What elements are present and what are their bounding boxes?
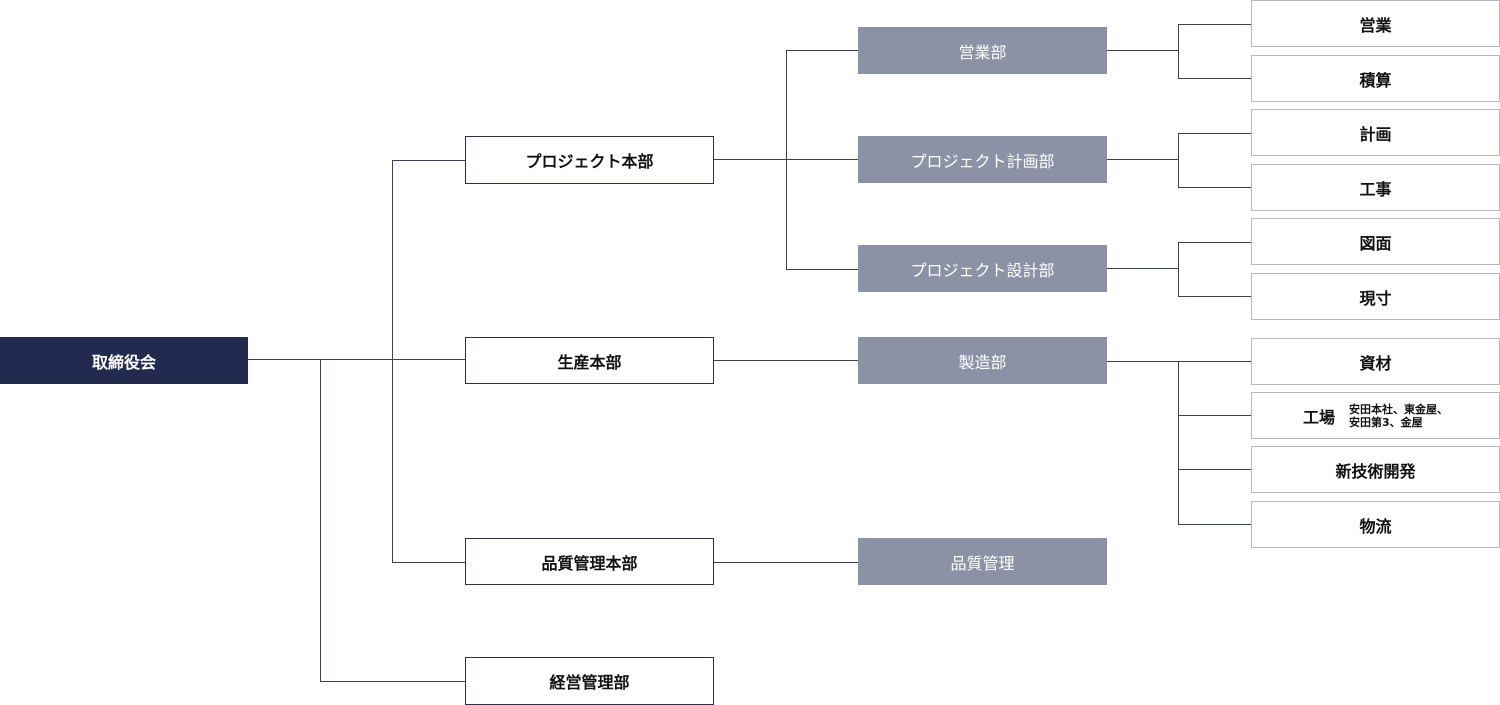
dept-label: 品質管理 <box>950 553 1015 573</box>
dept-label: プロジェクト設計部 <box>910 260 1055 280</box>
connector <box>713 159 858 160</box>
section-label: 新技術開発 <box>1335 461 1416 481</box>
dept-quality-control: 品質管理 <box>858 538 1107 585</box>
factory-note-line: 安田第3、金屋 <box>1349 415 1423 429</box>
connector <box>1178 242 1251 243</box>
connector <box>392 562 465 563</box>
section-construction: 工事 <box>1251 164 1500 211</box>
connector <box>786 50 858 51</box>
section-factory: 工場 安田本社、東金屋、安田第3、金屋 <box>1251 392 1500 439</box>
division-label: プロジェクト本部 <box>525 152 654 171</box>
division-label: 生産本部 <box>557 352 622 372</box>
connector <box>247 359 465 360</box>
division-label: 品質管理本部 <box>541 553 638 573</box>
dept-project-design: プロジェクト設計部 <box>858 245 1107 292</box>
dept-sales: 営業部 <box>858 27 1107 74</box>
section-estimate: 積算 <box>1251 55 1500 102</box>
connector <box>1178 524 1251 525</box>
section-logistics: 物流 <box>1251 501 1500 548</box>
connector <box>1178 24 1251 25</box>
section-label: 工場 <box>1302 407 1335 427</box>
board-of-directors: 取締役会 <box>0 337 248 384</box>
connector <box>1178 242 1179 296</box>
connector <box>1178 469 1251 470</box>
dept-manufacturing: 製造部 <box>858 337 1107 384</box>
connector <box>1178 187 1251 188</box>
connector <box>320 359 321 681</box>
section-label: 図面 <box>1359 233 1392 253</box>
connector <box>1178 133 1179 187</box>
dept-project-planning: プロジェクト計画部 <box>858 136 1107 183</box>
section-label: 資材 <box>1359 353 1392 373</box>
section-label: 現寸 <box>1359 288 1392 308</box>
connector <box>713 360 858 361</box>
root-label: 取締役会 <box>91 352 156 372</box>
connector <box>1106 268 1178 269</box>
connector <box>1178 361 1179 524</box>
connector <box>392 160 465 161</box>
division-label: 経営管理部 <box>549 673 630 692</box>
connector <box>786 50 787 269</box>
section-full-scale: 現寸 <box>1251 273 1500 320</box>
factory-note-line: 安田本社、東金屋、 <box>1349 402 1448 416</box>
factory-locations: 安田本社、東金屋、安田第3、金屋 <box>1349 403 1448 429</box>
connector <box>713 562 858 563</box>
connector <box>1106 50 1178 51</box>
section-sales: 営業 <box>1251 0 1500 47</box>
section-planning: 計画 <box>1251 109 1500 156</box>
connector <box>1178 296 1251 297</box>
connector <box>320 681 465 682</box>
section-label: 積算 <box>1359 70 1392 90</box>
section-drawings: 図面 <box>1251 218 1500 265</box>
division-management: 経営管理部 <box>465 657 714 705</box>
connector <box>1178 24 1179 78</box>
dept-label: 製造部 <box>958 352 1007 372</box>
section-label: 工事 <box>1359 179 1392 199</box>
connector <box>1178 133 1251 134</box>
section-label: 営業 <box>1359 15 1392 35</box>
connector <box>1178 78 1251 79</box>
section-label: 計画 <box>1359 124 1392 144</box>
section-label: 物流 <box>1359 516 1392 536</box>
division-production: 生産本部 <box>465 337 714 384</box>
connector <box>1106 159 1178 160</box>
connector <box>392 160 393 562</box>
section-new-tech: 新技術開発 <box>1251 446 1500 493</box>
connector <box>1178 415 1251 416</box>
dept-label: 営業部 <box>958 42 1007 62</box>
section-materials: 資材 <box>1251 338 1500 385</box>
division-quality: 品質管理本部 <box>465 538 714 585</box>
connector <box>786 269 858 270</box>
division-project: プロジェクト本部 <box>465 136 714 184</box>
dept-label: プロジェクト計画部 <box>910 151 1055 171</box>
